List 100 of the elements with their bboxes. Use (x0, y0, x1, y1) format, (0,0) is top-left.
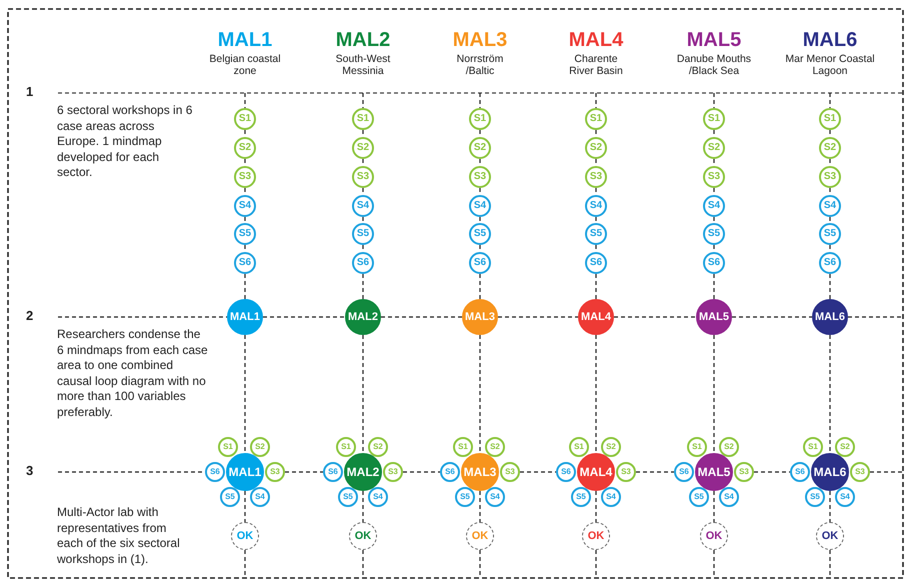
connector-line (713, 217, 715, 223)
connector-line (244, 335, 246, 453)
connector-line (244, 159, 246, 166)
sector-circle: S4 (368, 487, 388, 507)
sector-circle: S1 (453, 437, 473, 457)
sector-circle: S3 (383, 462, 403, 482)
sector-circle: S5 (805, 487, 825, 507)
ok-circle: OK (700, 522, 728, 550)
sector-circle: S4 (601, 487, 621, 507)
connector-line (595, 550, 597, 577)
connector-line (829, 274, 831, 299)
sector-circle: S1 (703, 108, 725, 130)
connector-line (362, 245, 364, 252)
lab-circle: MAL3 (462, 299, 498, 335)
sector-circle: S4 (585, 195, 607, 217)
sector-circle: S2 (368, 437, 388, 457)
sector-circle: S4 (250, 487, 270, 507)
connector-line (479, 335, 481, 453)
connector-line (244, 245, 246, 252)
sector-circle: S6 (790, 462, 810, 482)
sector-circle: S1 (469, 108, 491, 130)
sector-circle: S2 (250, 437, 270, 457)
connector-line (244, 550, 246, 577)
sector-circle: S5 (689, 487, 709, 507)
sector-circle: S5 (585, 223, 607, 245)
connector-line (479, 93, 481, 108)
connector-line (595, 93, 597, 108)
connector-line (713, 550, 715, 577)
connector-line (848, 316, 903, 318)
sector-circle: S6 (556, 462, 576, 482)
sector-circle: S4 (719, 487, 739, 507)
sector-circle: S5 (234, 223, 256, 245)
connector-line (614, 316, 696, 318)
connector-line (58, 316, 227, 318)
connector-line (713, 245, 715, 252)
connector-line (713, 335, 715, 453)
connector-line (870, 471, 903, 473)
connector-line (479, 188, 481, 195)
sector-circle: S2 (352, 137, 374, 159)
connector-line (595, 159, 597, 166)
sector-circle: S2 (719, 437, 739, 457)
connector-line (595, 188, 597, 195)
connector-line (595, 245, 597, 252)
sector-circle: S3 (500, 462, 520, 482)
sector-circle: S5 (455, 487, 475, 507)
sector-circle: S6 (469, 252, 491, 274)
connector-line (520, 471, 556, 473)
connector-line (362, 274, 364, 299)
sector-circle: S3 (734, 462, 754, 482)
sector-circle: S3 (850, 462, 870, 482)
connector-line (244, 217, 246, 223)
connector-line (263, 316, 345, 318)
connector-line (381, 316, 462, 318)
connector-line (362, 130, 364, 137)
ok-circle: OK (231, 522, 259, 550)
connector-line (244, 274, 246, 299)
lab-circle: MAL2 (345, 299, 381, 335)
sector-circle: S4 (234, 195, 256, 217)
lab-circle: MAL5 (695, 453, 733, 491)
sector-circle: S1 (352, 108, 374, 130)
lab-circle: MAL5 (696, 299, 732, 335)
connector-line (244, 93, 246, 108)
lab-circle: MAL6 (812, 299, 848, 335)
connector-line (713, 274, 715, 299)
sector-circle: S2 (703, 137, 725, 159)
connector-line (829, 159, 831, 166)
connector-line (244, 130, 246, 137)
sector-circle: S5 (571, 487, 591, 507)
connector-line (713, 130, 715, 137)
connector-line (829, 550, 831, 577)
sector-circle: S3 (469, 166, 491, 188)
sector-circle: S5 (338, 487, 358, 507)
lab-circle: MAL1 (226, 453, 264, 491)
connector-line (58, 471, 205, 473)
lab-circle: MAL4 (577, 453, 615, 491)
sector-circle: S5 (220, 487, 240, 507)
sector-circle: S3 (703, 166, 725, 188)
connector-line (595, 335, 597, 453)
ok-circle: OK (582, 522, 610, 550)
connector-line (754, 471, 790, 473)
connector-line (498, 316, 578, 318)
connector-line (732, 316, 812, 318)
connector-line (362, 188, 364, 195)
connector-line (362, 335, 364, 453)
connector-line (713, 93, 715, 108)
sector-circle: S2 (234, 137, 256, 159)
sector-circle: S1 (585, 108, 607, 130)
sector-circle: S5 (703, 223, 725, 245)
connector-line (479, 130, 481, 137)
connector-line (595, 130, 597, 137)
sector-circle: S5 (469, 223, 491, 245)
lab-circle: MAL3 (461, 453, 499, 491)
sector-circle: S4 (819, 195, 841, 217)
connector-line (403, 471, 440, 473)
connector-line (479, 245, 481, 252)
sector-circle: S3 (585, 166, 607, 188)
region-label: Belgian coastal zone (208, 53, 282, 78)
sector-circle: S4 (352, 195, 374, 217)
connector-line (362, 159, 364, 166)
sector-circle: S3 (265, 462, 285, 482)
